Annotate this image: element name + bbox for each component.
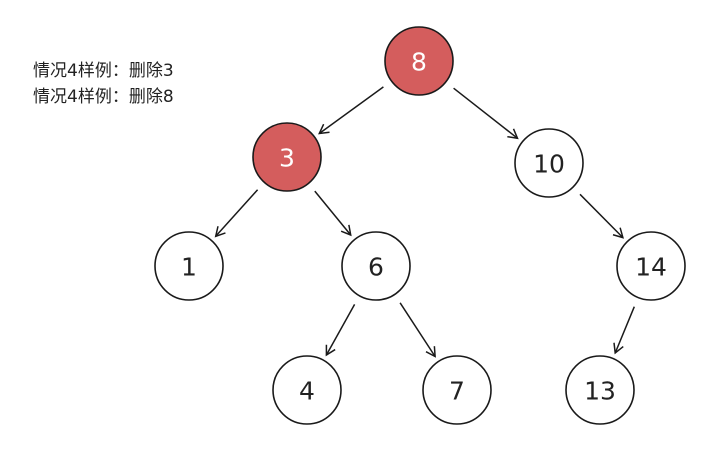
tree-node-6: 6: [341, 231, 411, 301]
node-circle: [422, 355, 492, 425]
tree-node-1: 1: [154, 231, 224, 301]
highlighted-node-circle: [252, 122, 322, 192]
tree-node-10: 10: [514, 128, 584, 198]
node-value-label: 10: [533, 150, 565, 179]
edge-6-to-4: [325, 304, 356, 357]
edge-8-to-3: [318, 86, 384, 135]
node-value-label: 8: [411, 48, 427, 77]
note-delete-3: 情况4样例：删除3: [33, 61, 174, 81]
edge-6-to-7: [399, 302, 436, 358]
tree-node-13: 13: [565, 355, 635, 425]
edge-3-to-6: [314, 190, 352, 237]
tree-nodes: 8 3 10 1 6 14 4 7 13: [154, 26, 686, 425]
tree-node-14: 14: [616, 231, 686, 301]
case-notes: 情况4样例：删除3 情况4样例：删除8: [33, 58, 174, 110]
node-circle: [341, 231, 411, 301]
tree-node-8: 8: [384, 26, 454, 96]
tree-node-3: 3: [252, 122, 322, 192]
highlighted-node-circle: [384, 26, 454, 96]
tree-node-7: 7: [422, 355, 492, 425]
edge-8-to-10: [453, 87, 519, 140]
node-circle: [565, 355, 635, 425]
node-circle: [154, 231, 224, 301]
node-value-label: 14: [635, 253, 667, 282]
tree-edges: [214, 86, 635, 358]
node-value-label: 13: [584, 377, 616, 406]
node-circle: [272, 355, 342, 425]
node-circle: [616, 231, 686, 301]
node-value-label: 3: [279, 144, 295, 173]
tree-node-4: 4: [272, 355, 342, 425]
edge-10-to-14: [579, 193, 624, 239]
node-value-label: 1: [181, 253, 197, 282]
edge-14-to-13: [613, 306, 635, 355]
node-value-label: 7: [449, 377, 465, 406]
node-value-label: 6: [368, 253, 384, 282]
note-delete-8: 情况4样例：删除8: [33, 87, 174, 107]
edge-3-to-1: [214, 189, 259, 238]
node-circle: [514, 128, 584, 198]
node-value-label: 4: [299, 377, 315, 406]
